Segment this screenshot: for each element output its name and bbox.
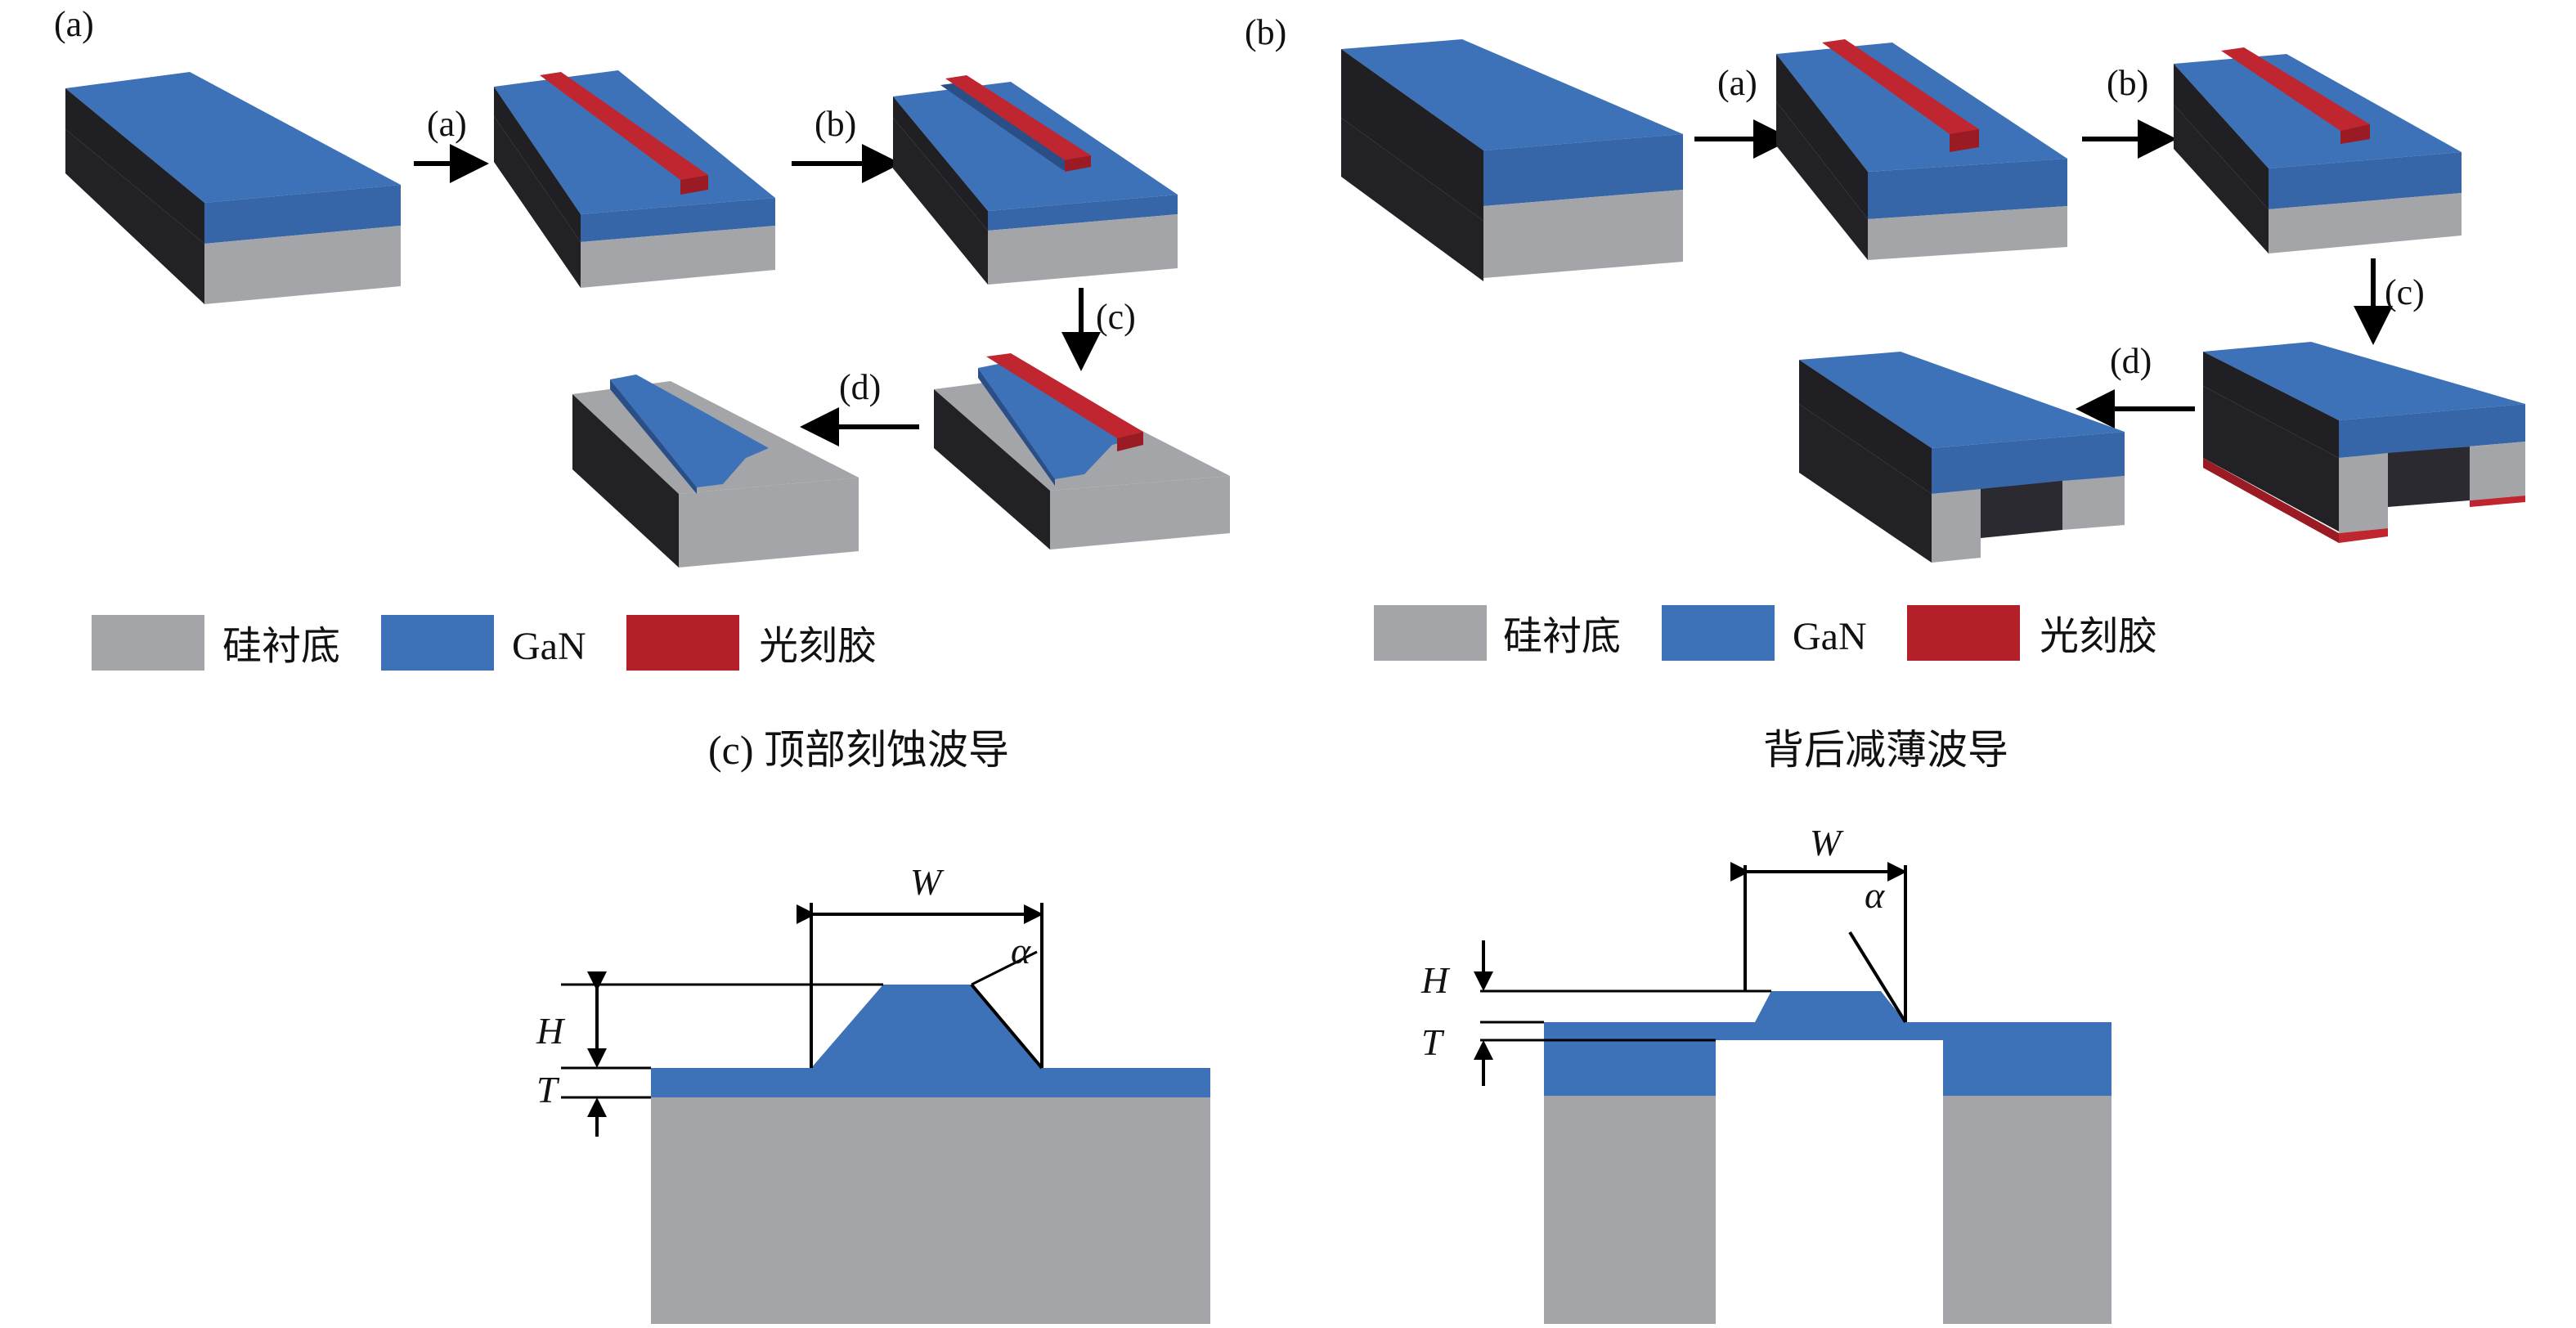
wafer-a4 <box>934 353 1230 550</box>
wafer-b5 <box>1799 352 2125 563</box>
step-a-b: (b) <box>815 104 856 144</box>
cross-b-t-label: T <box>1421 1021 1445 1063</box>
wafer-a5 <box>572 375 859 568</box>
step-b-c: (c) <box>2385 272 2425 312</box>
wafer-a1 <box>65 72 401 304</box>
cross-a-t-label: T <box>536 1069 560 1110</box>
caption-b: 背后减薄波导 <box>1763 727 2008 773</box>
panel-a-label: (a) <box>54 4 94 44</box>
cross-section-b: W α H T <box>1420 822 2112 1324</box>
cross-a-h-label: H <box>536 1010 566 1052</box>
legend-b-gan-swatch <box>1662 605 1775 661</box>
legend-b-gan-label: GaN <box>1793 615 1867 658</box>
wafer-b3 <box>2174 47 2462 253</box>
legend-b-substrate-label: 硅衬底 <box>1503 615 1621 658</box>
step-a-c: (c) <box>1096 297 1136 337</box>
legend-a: 硅衬底 GaN 光刻胶 <box>92 615 877 671</box>
legend-b: 硅衬底 GaN 光刻胶 <box>1374 605 2157 661</box>
step-a-a: (a) <box>427 104 467 144</box>
cross-b-substrate-right <box>1943 1096 2112 1324</box>
step-b-a: (a) <box>1717 63 1757 103</box>
panel-b-label: (b) <box>1245 12 1286 52</box>
legend-a-gan-swatch <box>381 615 494 671</box>
legend-b-photoresist-label: 光刻胶 <box>2040 615 2157 658</box>
legend-a-substrate-label: 硅衬底 <box>222 625 340 668</box>
legend-a-photoresist-label: 光刻胶 <box>759 625 877 668</box>
legend-b-substrate-swatch <box>1374 605 1487 661</box>
cross-b-w-label: W <box>1810 822 1844 864</box>
wafer-b2 <box>1776 39 2067 260</box>
wafer-b4 <box>2203 342 2525 543</box>
cross-a-gan <box>651 985 1210 1097</box>
cross-b-gan <box>1544 991 2112 1096</box>
cross-b-h-label: H <box>1420 959 1451 1001</box>
step-a-d: (d) <box>839 367 881 407</box>
cross-a-alpha-label: α <box>1011 930 1031 971</box>
legend-b-photoresist-swatch <box>1907 605 2020 661</box>
step-b-d: (d) <box>2110 341 2152 381</box>
legend-a-gan-label: GaN <box>512 625 586 668</box>
cross-b-substrate-left <box>1544 1096 1716 1324</box>
cross-a-substrate <box>651 1097 1210 1324</box>
step-b-b: (b) <box>2107 63 2148 103</box>
cross-a-w-label: W <box>910 861 945 903</box>
cross-b-alpha-label: α <box>1865 874 1885 916</box>
cross-section-a: W α H T <box>536 861 1210 1324</box>
wafer-b1 <box>1341 39 1683 281</box>
legend-a-substrate-swatch <box>92 615 204 671</box>
wafer-a3 <box>893 75 1178 285</box>
caption-a: (c) 顶部刻蚀波导 <box>708 727 1009 773</box>
wafer-a2 <box>494 70 775 288</box>
legend-a-photoresist-swatch <box>626 615 739 671</box>
